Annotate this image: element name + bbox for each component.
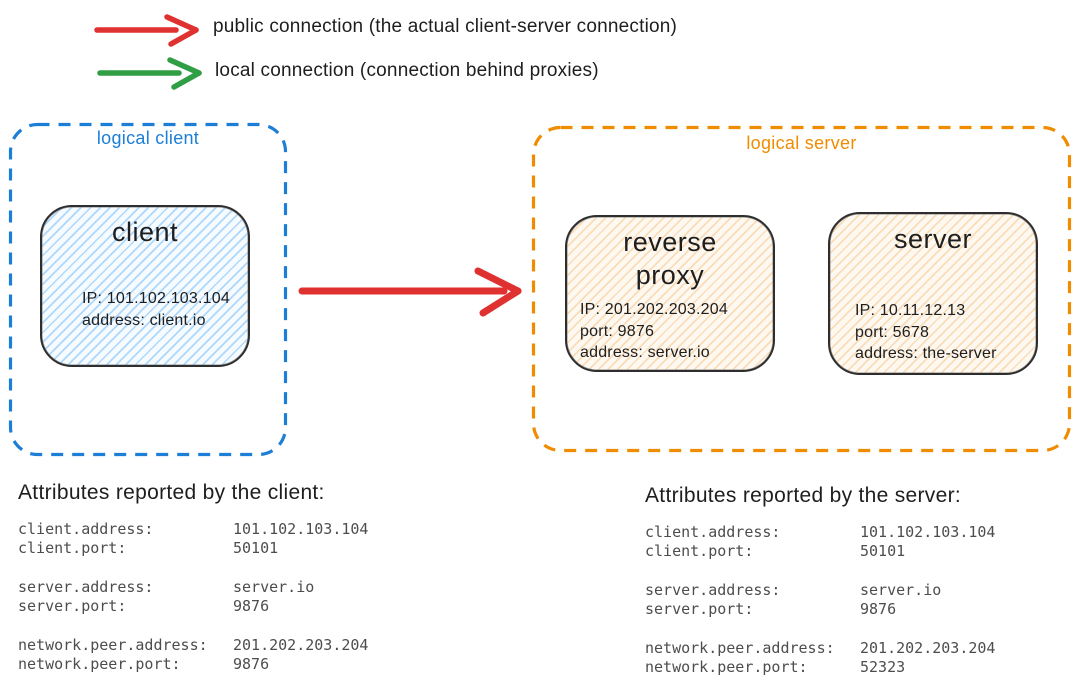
server-node-info: IP: 10.11.12.13 port: 5678 address: the-…: [830, 300, 1030, 365]
attr-row: network.peer.port: 52323: [645, 658, 1065, 677]
server-ip-line: IP: 10.11.12.13: [855, 302, 966, 319]
client-ip-line: IP: 101.102.103.104: [82, 290, 230, 307]
reverse-proxy-address-line: address: server.io: [580, 344, 710, 361]
attr-row: server.port: 9876: [18, 597, 438, 616]
attr-row: client.port: 50101: [18, 539, 438, 558]
client-attr-group: client.address: 101.102.103.104 client.p…: [18, 520, 438, 558]
attr-row: server.address: server.io: [645, 581, 1065, 600]
client-node-info: IP: 101.102.103.104 address: client.io: [42, 288, 242, 331]
attr-key: client.address:: [645, 523, 781, 541]
reverse-proxy-ip-line: IP: 201.202.203.204: [580, 301, 728, 318]
attr-value: 201.202.203.204: [860, 639, 996, 657]
attr-value: 50101: [233, 539, 279, 557]
logical-client-group: logical client: [8, 122, 288, 457]
reverse-proxy-node-info: IP: 201.202.203.204 port: 9876 address: …: [567, 299, 767, 364]
server-address-line: address: the-server: [855, 345, 997, 362]
logical-client-dashed-border: [8, 122, 288, 457]
attr-row: network.peer.address: 201.202.203.204: [18, 636, 438, 655]
server-attr-group: server.address: server.io server.port: 9…: [645, 581, 1065, 619]
server-attr-group: client.address: 101.102.103.104 client.p…: [645, 523, 1065, 561]
attr-key: network.peer.address:: [18, 636, 208, 654]
server-node: server IP: 10.11.12.13 port: 5678 addres…: [828, 212, 1038, 375]
local-connection-arrow-icon: [97, 57, 202, 90]
legend-public-connection-label: public connection (the actual client-ser…: [213, 16, 678, 37]
client-attr-group: server.address: server.io server.port: 9…: [18, 578, 438, 616]
attr-key: server.port:: [645, 600, 754, 618]
attr-key: network.peer.port:: [18, 655, 181, 673]
logical-server-label: logical server: [746, 133, 857, 153]
attr-row: client.address: 101.102.103.104: [18, 520, 438, 539]
attr-row: server.address: server.io: [18, 578, 438, 597]
attr-key: client.address:: [18, 520, 154, 538]
attr-row: network.peer.address: 201.202.203.204: [645, 639, 1065, 658]
client-attributes-heading: Attributes reported by the client:: [18, 481, 325, 504]
attr-value: 201.202.203.204: [233, 636, 369, 654]
client-address-line: address: client.io: [82, 311, 206, 329]
attr-row: client.port: 50101: [645, 542, 1065, 561]
server-attr-group: network.peer.address: 201.202.203.204 ne…: [645, 639, 1065, 677]
attr-value: 9876: [860, 600, 897, 618]
server-attributes-panel: Attributes reported by the server: clien…: [645, 484, 1065, 677]
logical-client-label: logical client: [96, 128, 200, 148]
attr-value: 50101: [860, 542, 906, 560]
attr-key: network.peer.port:: [645, 658, 808, 676]
server-port-line: port: 5678: [855, 323, 930, 341]
attr-key: server.address:: [645, 581, 781, 599]
attr-key: server.address:: [18, 578, 154, 596]
attr-row: server.port: 9876: [645, 600, 1065, 619]
attr-value: 52323: [860, 658, 906, 676]
attr-value: server.io: [233, 578, 315, 596]
public-connection-arrow: [298, 267, 522, 317]
public-connection-arrow-icon: [94, 14, 199, 47]
client-attributes-panel: Attributes reported by the client: clien…: [18, 481, 438, 674]
attr-key: client.port:: [645, 542, 754, 560]
client-node: client IP: 101.102.103.104 address: clie…: [40, 205, 250, 367]
server-attributes-heading: Attributes reported by the server:: [645, 484, 962, 507]
attr-value: server.io: [860, 581, 942, 599]
attr-value: 101.102.103.104: [860, 523, 996, 541]
attr-value: 9876: [233, 597, 270, 615]
client-attr-group: network.peer.address: 201.202.203.204 ne…: [18, 636, 438, 674]
reverse-proxy-port-line: port: 9876: [580, 322, 655, 340]
client-node-title: client: [111, 217, 179, 247]
attr-key: server.port:: [18, 597, 127, 615]
attr-row: client.address: 101.102.103.104: [645, 523, 1065, 542]
attr-key: client.port:: [18, 539, 127, 557]
legend-local-connection-label: local connection (connection behind prox…: [215, 60, 599, 81]
attr-value: 101.102.103.104: [233, 520, 369, 538]
logical-server-dashed-border: [531, 125, 1072, 453]
attr-row: network.peer.port: 9876: [18, 655, 438, 674]
logical-server-group: logical server: [531, 125, 1072, 453]
attr-value: 9876: [233, 655, 270, 673]
reverse-proxy-node-title: reverse proxy: [623, 227, 717, 290]
server-node-title: server: [893, 224, 972, 254]
reverse-proxy-node: reverse proxy IP: 201.202.203.204 port: …: [565, 215, 775, 372]
attr-key: network.peer.address:: [645, 639, 835, 657]
